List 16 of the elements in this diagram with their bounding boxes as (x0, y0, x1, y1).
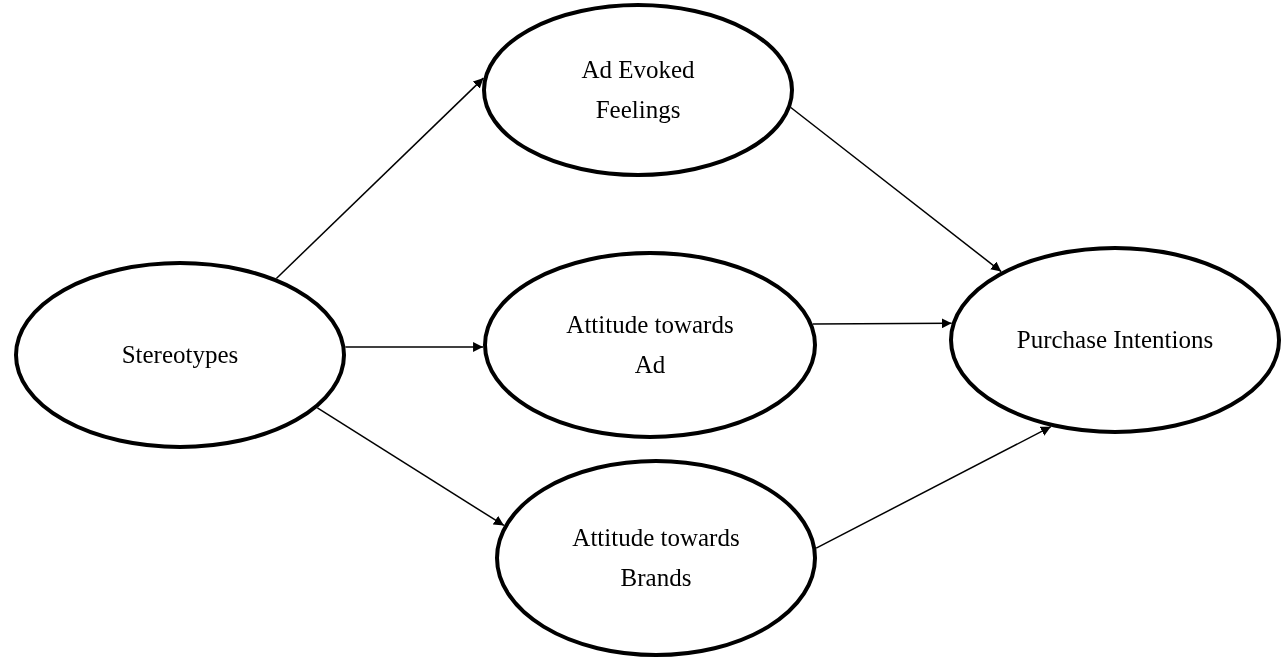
arrow (344, 342, 484, 352)
node-label: Purchase Intentions (1015, 325, 1215, 355)
ellipse-node (949, 246, 1281, 434)
node-label: Stereotypes (120, 340, 240, 370)
arrow (815, 425, 1052, 549)
arrow (790, 106, 1002, 273)
arrow (316, 407, 505, 527)
ellipse-node (495, 459, 817, 657)
ellipse-node (483, 251, 817, 439)
node-label: Attitude towards Ad (565, 310, 735, 380)
node-label: Attitude towards Brands (571, 523, 741, 593)
arrow (812, 318, 953, 329)
node-label: Ad Evoked Feelings (580, 55, 696, 125)
ellipse-node (482, 3, 794, 177)
ellipse-node (14, 261, 346, 449)
arrow (275, 77, 485, 280)
